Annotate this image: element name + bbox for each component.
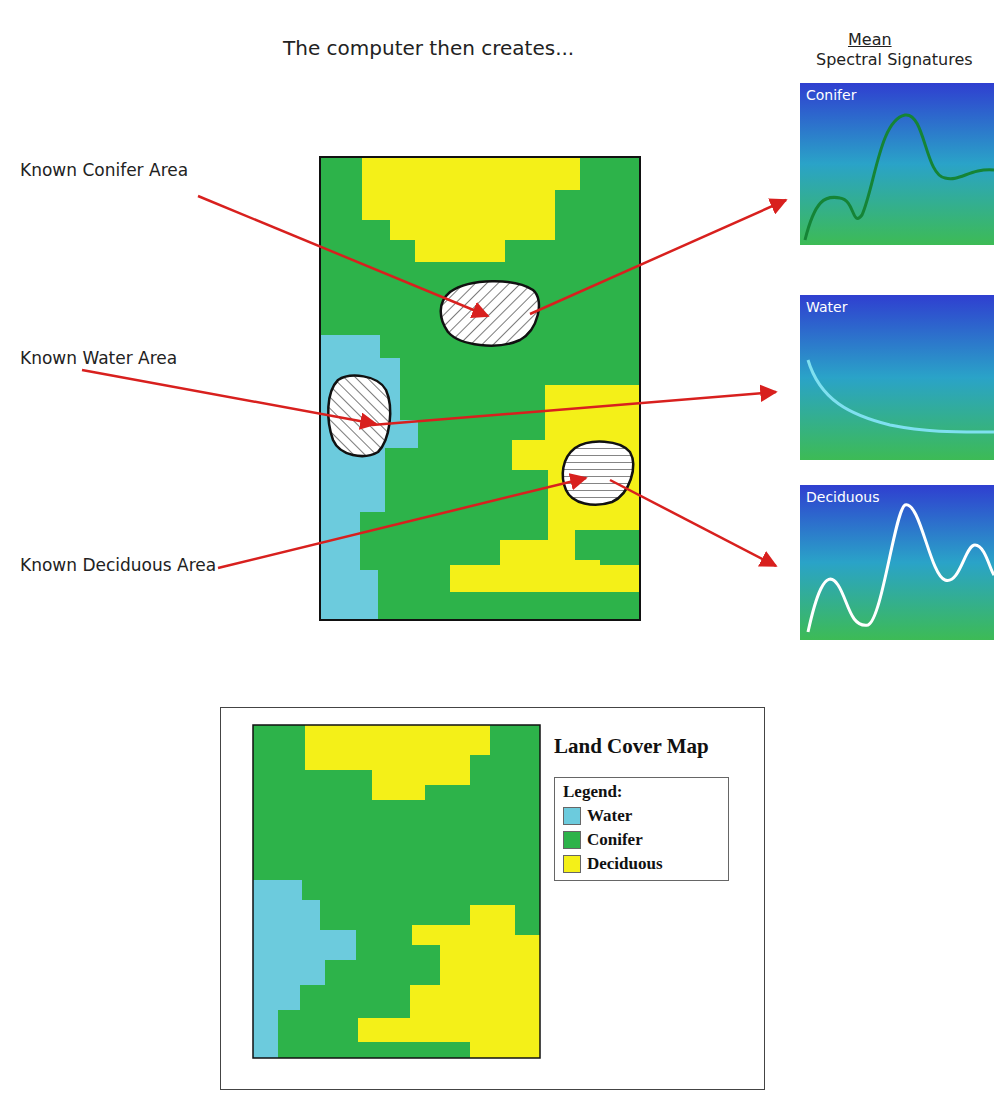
signature-panel: Water (800, 295, 994, 460)
signature-panel: Conifer (800, 83, 994, 245)
area-label: Known Water Area (20, 348, 180, 369)
legend-swatch (563, 831, 581, 849)
signature-panel: Deciduous (800, 485, 994, 640)
column-heading: Mean (848, 30, 892, 50)
signature-graphs (800, 83, 994, 640)
legend-box: Legend: WaterConiferDeciduous (554, 777, 729, 881)
arrows (82, 196, 786, 568)
map-title: Land Cover Map (554, 734, 709, 759)
legend-text: Deciduous (587, 854, 663, 874)
legend-entry: Water (563, 806, 720, 826)
column-heading: Spectral Signatures (816, 50, 973, 70)
area-label: Known Conifer Area (20, 160, 200, 181)
area-label: Known Deciduous Area (20, 555, 220, 576)
classified-image (320, 157, 640, 620)
map-frame: Land Cover MapLegend: WaterConiferDeciduo… (220, 707, 765, 1090)
legend-swatch (563, 807, 581, 825)
panel-title: Water (800, 295, 994, 319)
legend-text: Conifer (587, 830, 643, 850)
panel-title: Conifer (800, 83, 994, 107)
land-cover-map (253, 725, 540, 1058)
legend-swatch (563, 855, 581, 873)
heading-text: The computer then creates... (283, 36, 574, 61)
legend-entry: Deciduous (563, 854, 720, 874)
legend-text: Water (587, 806, 632, 826)
legend-title: Legend: (563, 782, 720, 802)
legend-entry: Conifer (563, 830, 720, 850)
panel-title: Deciduous (800, 485, 994, 509)
